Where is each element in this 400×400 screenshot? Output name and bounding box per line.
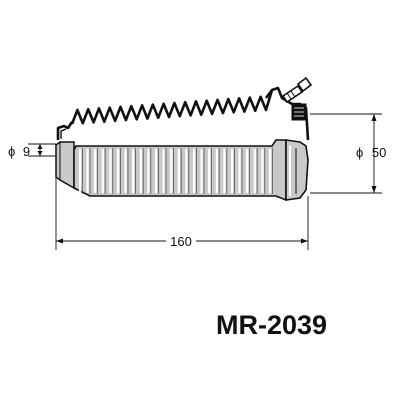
large-diameter-arrow-top — [371, 114, 377, 121]
length-dimension: 160 — [55, 176, 309, 250]
large-diameter-value: 50 — [372, 145, 386, 160]
length-arrow-right — [301, 238, 308, 244]
small-end-collar — [56, 121, 74, 140]
large-diameter-arrow-bottom — [371, 186, 377, 193]
bellows-outline — [70, 89, 274, 125]
small-end-collar-inner — [60, 128, 67, 139]
small-diameter-arrow-top — [37, 144, 43, 149]
clamp-screw — [281, 76, 313, 104]
large-end-cup — [285, 139, 309, 201]
large-diameter-dimension: ϕ 50 — [310, 113, 386, 194]
boot-side-view — [55, 139, 309, 202]
small-diameter-label: ϕ 9 — [8, 144, 30, 159]
small-diameter-symbol: ϕ — [8, 144, 15, 159]
large-diameter-label: ϕ 50 — [356, 145, 386, 160]
length-arrow-left — [56, 238, 63, 244]
small-diameter-value: 9 — [23, 144, 30, 159]
small-diameter-dimension: ϕ 9 — [8, 143, 56, 159]
small-diameter-arrow-bottom — [37, 151, 43, 156]
length-label: 160 — [170, 234, 192, 249]
large-diameter-symbol: ϕ — [356, 145, 363, 160]
bellows-ribs — [78, 148, 273, 194]
small-end-neck — [55, 141, 75, 190]
boot-profile-section — [56, 76, 313, 141]
part-number: MR-2039 — [216, 310, 327, 340]
